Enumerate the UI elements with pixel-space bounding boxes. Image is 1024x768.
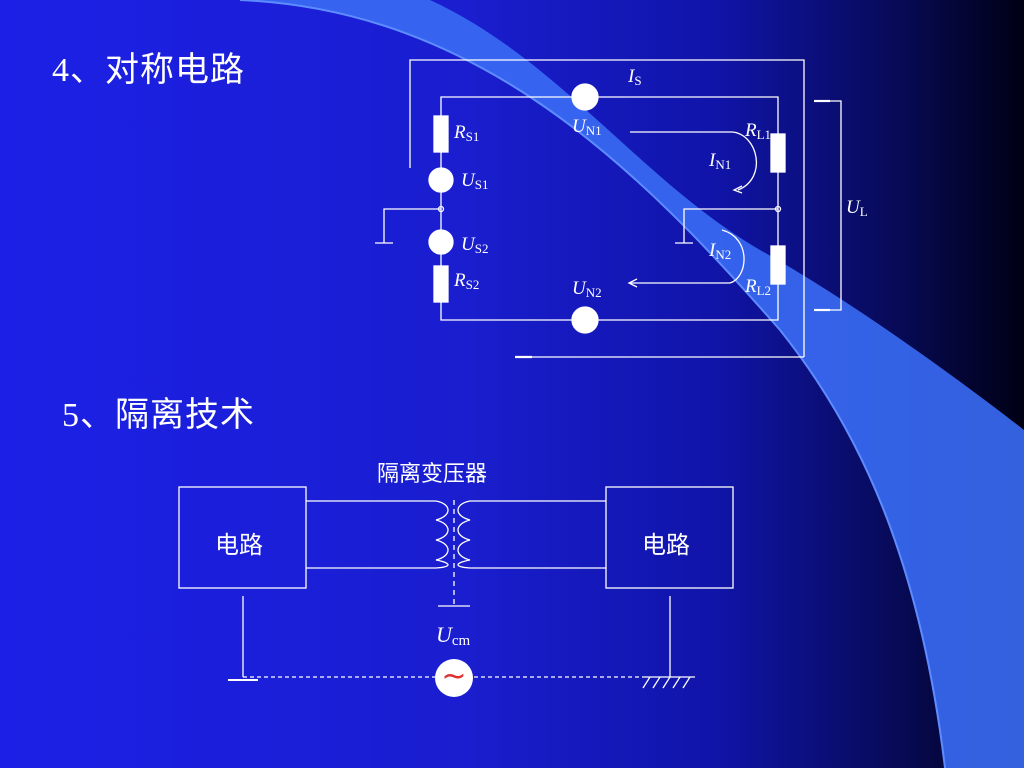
in2-arrowhead <box>627 278 638 288</box>
outer-loop-wire <box>409 59 805 357</box>
secondary-coil <box>457 500 471 569</box>
inner-loop-bottom-wire <box>440 283 779 321</box>
resistor-rl1 <box>770 133 786 173</box>
resistor-rl2 <box>770 245 786 285</box>
source-us1 <box>428 167 454 193</box>
left-ground-wire <box>383 208 441 243</box>
section-5-heading: 5、隔离技术 <box>62 397 255 434</box>
label-is: IS <box>628 66 642 88</box>
label-rs2: RS2 <box>454 270 480 292</box>
resistor-rs1 <box>433 115 449 153</box>
earth-ground-hatch <box>642 676 691 689</box>
in1-arrowhead <box>732 185 743 194</box>
ucm-source-symbol: ~ <box>441 659 467 694</box>
in1-current-arc <box>731 131 758 191</box>
source-un1 <box>571 83 599 111</box>
section-4-heading: 4、对称电路 <box>52 52 245 89</box>
label-in1: IN1 <box>709 150 732 172</box>
label-in2: IN2 <box>709 240 732 262</box>
label-rl2: RL2 <box>745 276 772 298</box>
swoosh-edge <box>239 0 946 768</box>
inner-loop-top-wire <box>440 96 779 135</box>
label-un1: UN1 <box>572 116 602 138</box>
in2-current-arc <box>721 229 745 284</box>
right-ground-wire <box>683 208 778 243</box>
right-circuit-box <box>605 486 734 589</box>
label-us2: US2 <box>461 234 489 256</box>
ucm-source <box>435 659 473 697</box>
label-ul: UL <box>846 197 868 219</box>
left-circuit-label: 电路 <box>215 533 263 559</box>
label-un2: UN2 <box>572 278 602 300</box>
swoosh-shape <box>240 0 1024 768</box>
primary-coil <box>435 500 449 569</box>
source-us2 <box>428 229 454 255</box>
source-un2 <box>571 306 599 334</box>
label-us1: US1 <box>461 170 489 192</box>
transformer-caption: 隔离变压器 <box>377 461 488 486</box>
label-ucm: Ucm <box>436 622 471 649</box>
right-circuit-label: 电路 <box>642 533 690 559</box>
label-rs1: RS1 <box>454 122 480 144</box>
left-circuit-box <box>178 486 307 589</box>
label-rl1: RL1 <box>745 120 772 142</box>
resistor-rs2 <box>433 265 449 303</box>
